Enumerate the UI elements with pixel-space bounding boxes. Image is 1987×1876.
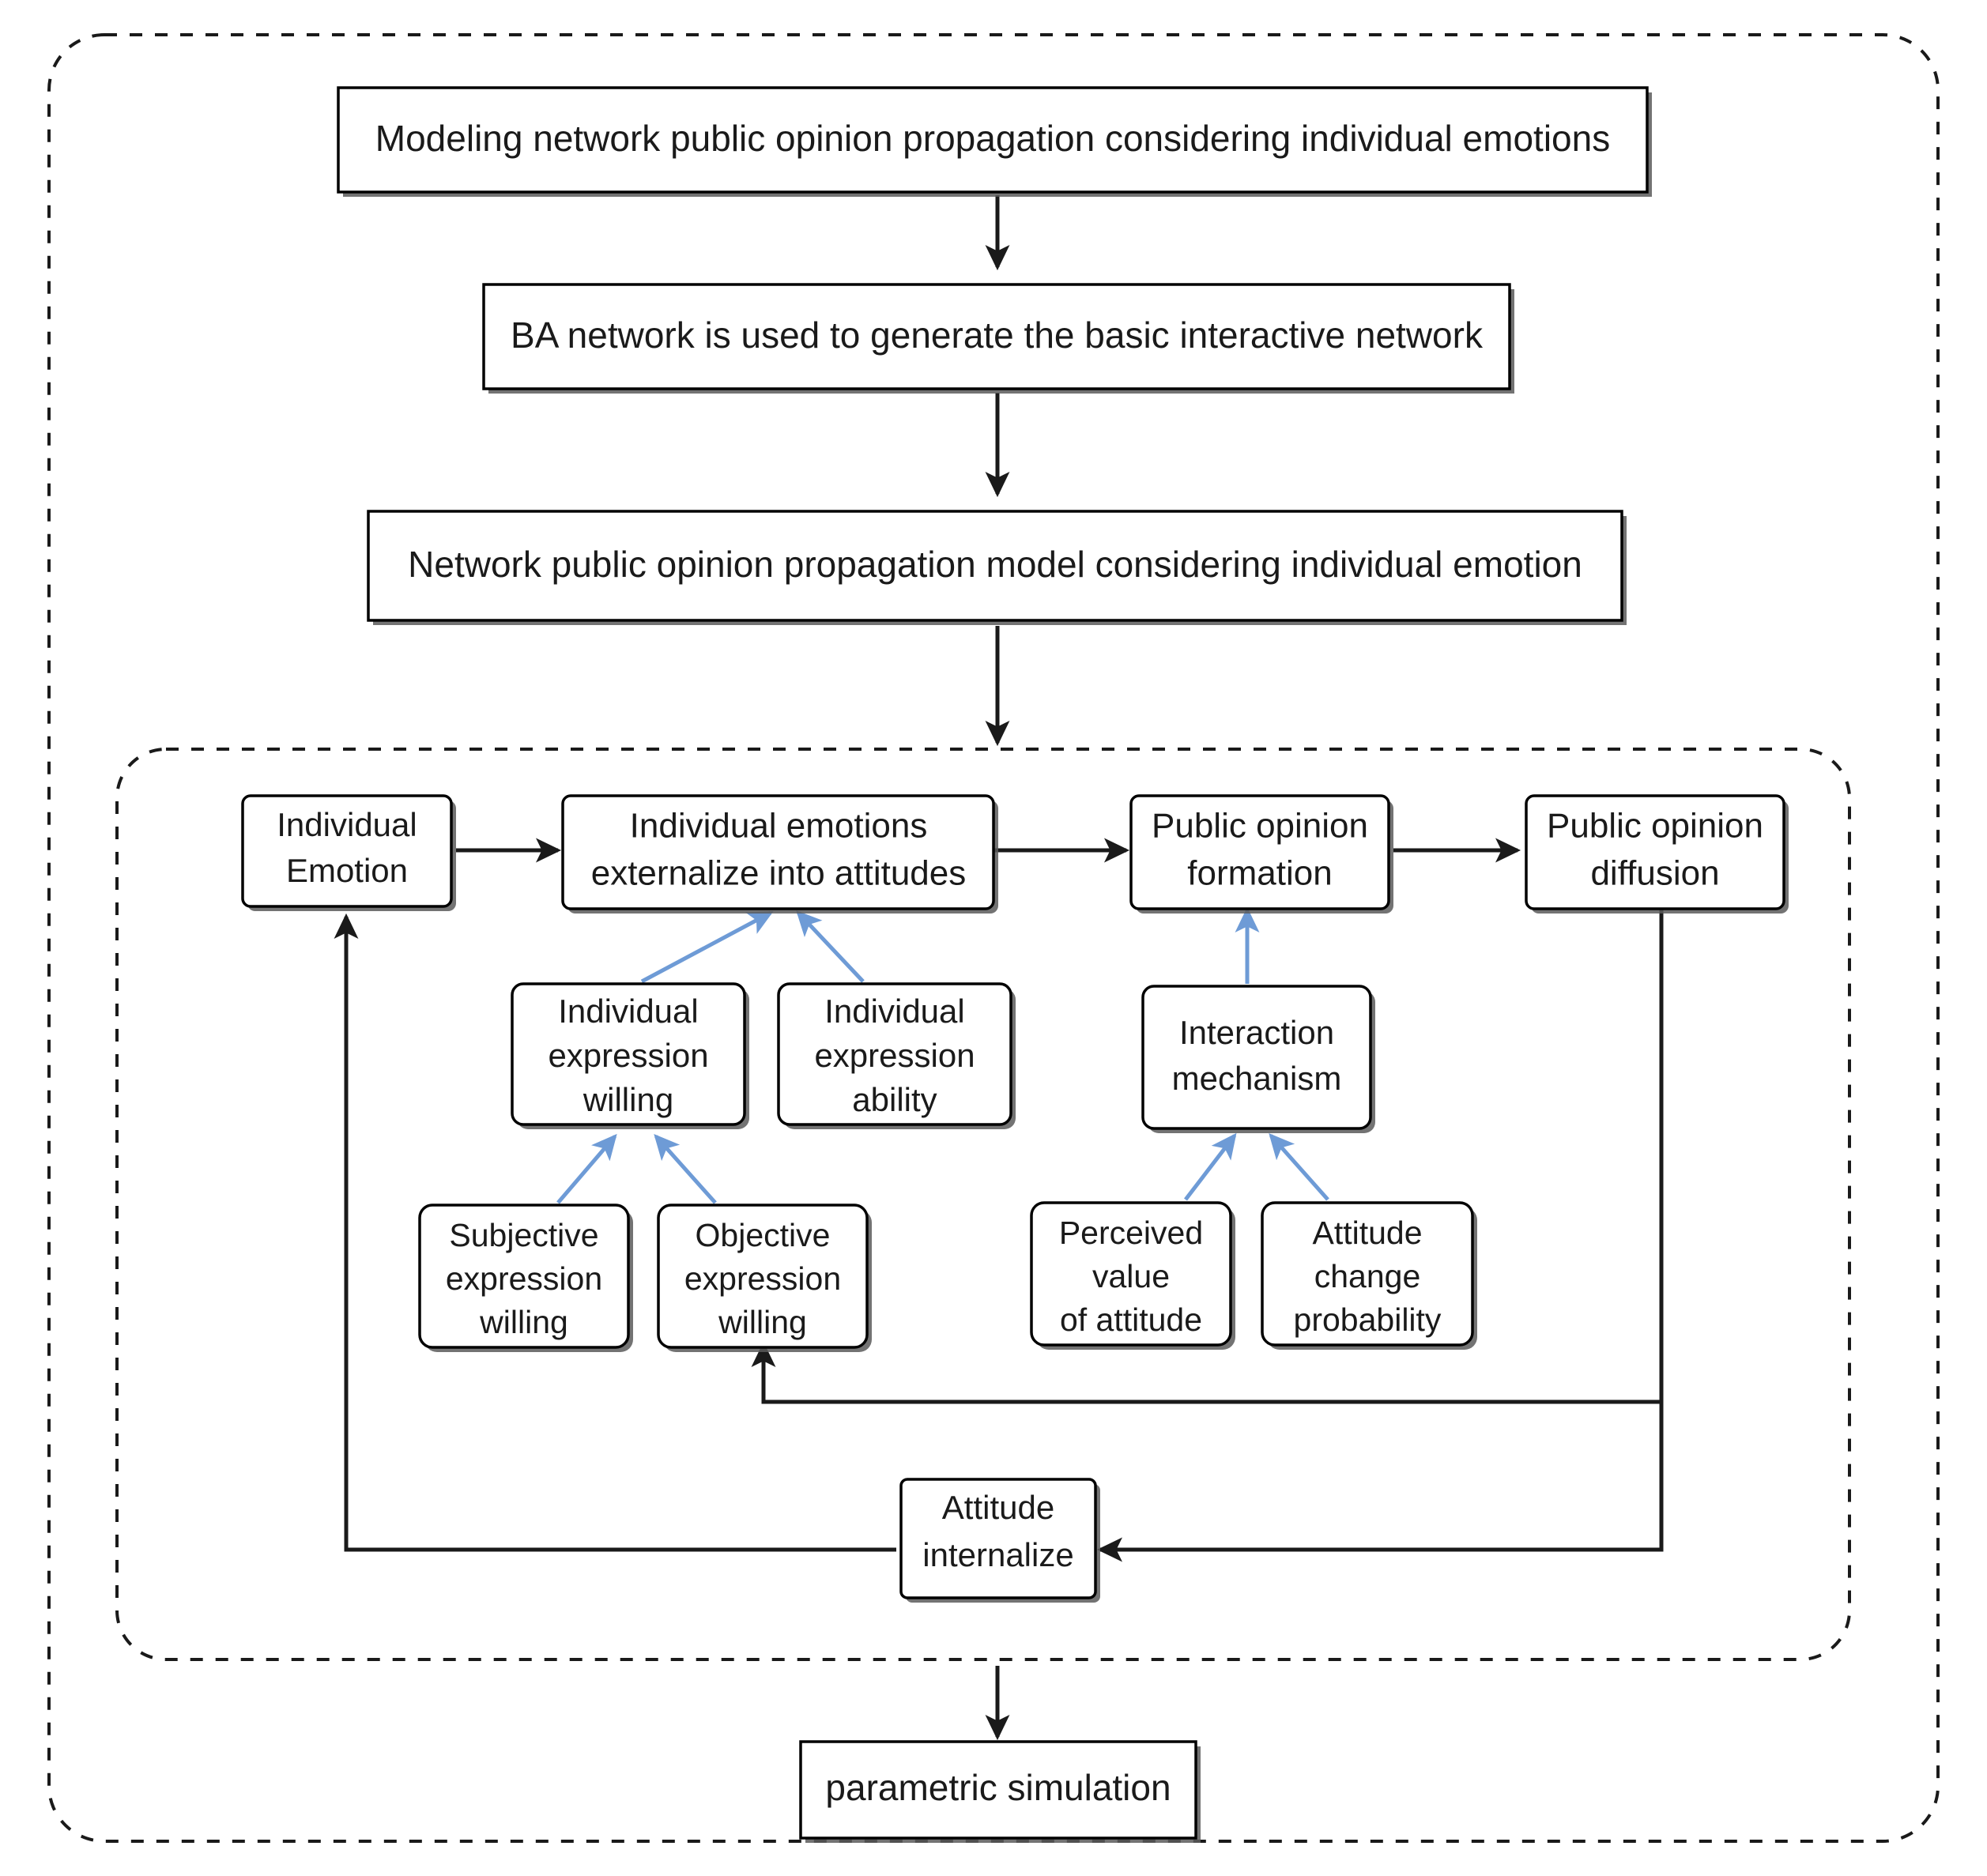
node-opinion-formation[interactable]: Public opinion formation xyxy=(1129,794,1393,914)
edge-objective-to-expression-willing xyxy=(654,1133,717,1204)
node-externalize-line2: externalize into attitudes xyxy=(591,854,967,893)
edge-expression-willing-to-externalize xyxy=(640,910,774,984)
node-perceived-value-line1: Perceived xyxy=(1059,1215,1203,1251)
node-individual-emotion[interactable]: Individual Emotion xyxy=(241,794,456,911)
node-expression-willing-line3: willing xyxy=(583,1081,673,1118)
edge-attitude-internalize-to-emotion xyxy=(334,913,896,1552)
node-attitude-change-line2: change xyxy=(1314,1258,1421,1294)
node-ba-network[interactable]: BA network is used to generate the basic… xyxy=(482,283,1514,394)
node-attitude-internalize-line1: Attitude xyxy=(942,1489,1054,1526)
node-objective-willing-line3: willing xyxy=(718,1304,807,1340)
node-subjective-willing[interactable]: Subjective expression willing xyxy=(418,1204,633,1352)
node-expression-ability[interactable]: Individual expression ability xyxy=(777,982,1016,1129)
node-attitude-internalize[interactable]: Attitude internalize xyxy=(899,1478,1100,1603)
node-expression-ability-line2: expression xyxy=(814,1037,975,1074)
node-expression-willing-line1: Individual xyxy=(558,993,698,1030)
node-perceived-value-line2: value xyxy=(1092,1258,1170,1294)
node-opinion-formation-line1: Public opinion xyxy=(1152,807,1368,846)
node-externalize[interactable]: Individual emotions externalize into att… xyxy=(561,794,998,914)
node-objective-willing-line2: expression xyxy=(684,1260,841,1297)
node-opinion-diffusion-line2: diffusion xyxy=(1590,854,1719,893)
node-perceived-value-line3: of attitude xyxy=(1060,1302,1202,1338)
node-model-label: Network public opinion propagation model… xyxy=(408,544,1582,585)
node-opinion-diffusion[interactable]: Public opinion diffusion xyxy=(1525,794,1789,914)
node-objective-willing-line1: Objective xyxy=(696,1217,831,1253)
node-attitude-internalize-line2: internalize xyxy=(922,1536,1073,1573)
node-title[interactable]: Modeling network public opinion propagat… xyxy=(337,86,1652,197)
node-expression-willing-line2: expression xyxy=(548,1037,708,1074)
node-interaction-mechanism-line1: Interaction xyxy=(1179,1014,1334,1051)
node-expression-ability-line3: ability xyxy=(852,1081,937,1118)
node-interaction-mechanism[interactable]: Interaction mechanism xyxy=(1141,985,1375,1133)
node-subjective-willing-line2: expression xyxy=(446,1260,602,1297)
node-expression-willing[interactable]: Individual expression willing xyxy=(511,982,749,1129)
node-opinion-diffusion-line1: Public opinion xyxy=(1547,807,1763,846)
edge-expression-ability-to-externalize xyxy=(796,910,865,983)
node-interaction-mechanism-line2: mechanism xyxy=(1172,1060,1342,1097)
node-externalize-line1: Individual emotions xyxy=(630,807,928,846)
node-title-label: Modeling network public opinion propagat… xyxy=(375,118,1610,159)
node-attitude-change-line3: probability xyxy=(1294,1302,1442,1338)
node-subjective-willing-line3: willing xyxy=(479,1304,568,1340)
node-expression-ability-line1: Individual xyxy=(824,993,964,1030)
node-parametric-simulation[interactable]: parametric simulation xyxy=(799,1740,1201,1843)
node-parametric-simulation-label: parametric simulation xyxy=(825,1767,1171,1808)
inner-model-container xyxy=(115,748,1851,1661)
node-ba-network-label: BA network is used to generate the basic… xyxy=(511,315,1484,356)
node-attitude-change-line1: Attitude xyxy=(1312,1215,1422,1251)
node-perceived-value[interactable]: Perceived value of attitude xyxy=(1030,1201,1235,1350)
edge-attitude-change-to-interaction xyxy=(1269,1132,1329,1201)
edge-subjective-to-expression-willing xyxy=(556,1133,617,1204)
node-objective-willing[interactable]: Objective expression willing xyxy=(657,1204,872,1352)
edge-diffusion-to-attitude-internalize xyxy=(1096,909,1664,1562)
node-model[interactable]: Network public opinion propagation model… xyxy=(367,510,1627,625)
node-individual-emotion-line2: Emotion xyxy=(286,852,408,889)
node-opinion-formation-line2: formation xyxy=(1187,854,1332,893)
node-attitude-change[interactable]: Attitude change probability xyxy=(1261,1201,1477,1350)
edge-perceived-value-to-interaction xyxy=(1184,1132,1237,1201)
node-subjective-willing-line1: Subjective xyxy=(449,1217,598,1253)
node-individual-emotion-line1: Individual xyxy=(277,806,417,843)
